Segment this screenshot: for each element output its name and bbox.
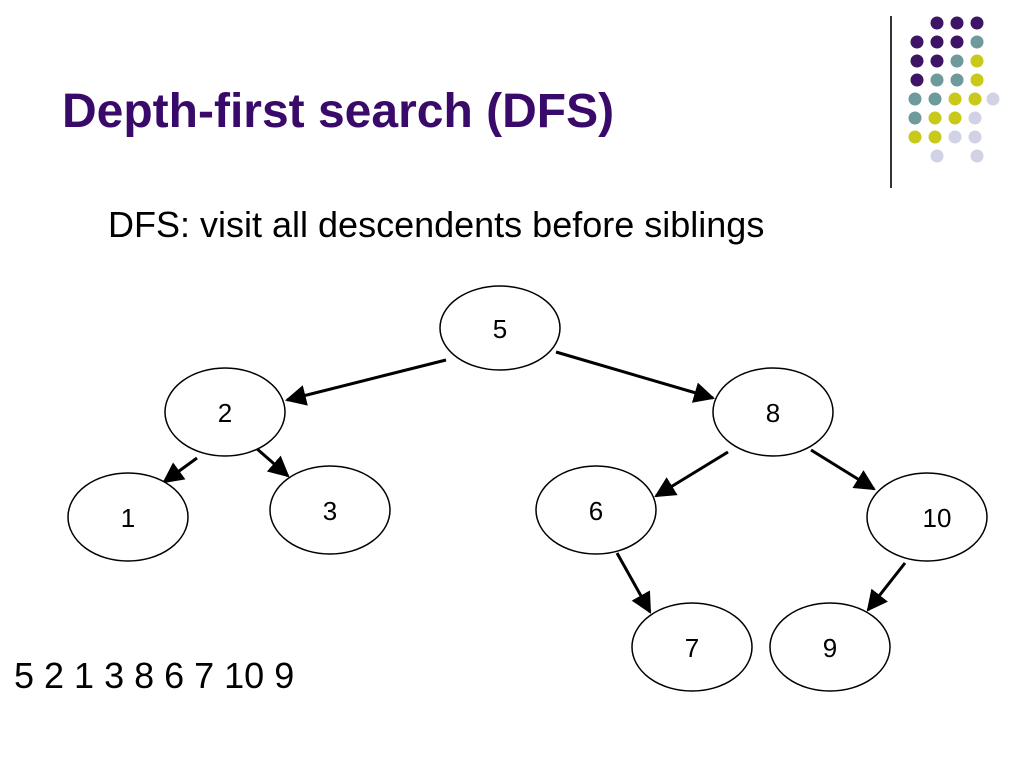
- decorative-dot: [930, 73, 944, 87]
- decorative-dot: [968, 111, 982, 125]
- edge-6-7: [615, 552, 652, 614]
- traversal-order: 5 2 1 3 8 6 7 10 9: [14, 655, 295, 696]
- slide-subtitle: DFS: visit all descendents before siblin…: [108, 204, 765, 245]
- tree-node-5: 5: [439, 285, 561, 371]
- tree-node-3: 3: [269, 465, 391, 555]
- node-label: 8: [766, 398, 780, 428]
- decorative-dot: [950, 54, 964, 68]
- edge-8-6: [654, 450, 729, 498]
- tree-node-8: 8: [712, 367, 834, 457]
- decorative-dot: [910, 54, 924, 68]
- decorative-dot: [970, 73, 984, 87]
- tree-node-1: 1: [67, 472, 189, 562]
- node-label: 9: [823, 633, 837, 663]
- decorative-dot: [950, 35, 964, 49]
- decorative-dot: [948, 130, 962, 144]
- node-label: 2: [218, 398, 232, 428]
- tree-node-2: 2: [164, 367, 286, 457]
- tree-node-7: 7: [631, 602, 753, 692]
- decorative-dot: [930, 16, 944, 30]
- decorative-dot: [928, 111, 942, 125]
- decorative-dot: [986, 92, 1000, 106]
- decorative-dot: [908, 111, 922, 125]
- decorative-dot: [910, 35, 924, 49]
- edge-5-2: [284, 358, 447, 406]
- decorative-dot: [970, 149, 984, 163]
- edge-10-9: [866, 562, 907, 612]
- decorative-dot: [908, 92, 922, 106]
- decorative-dot: [970, 35, 984, 49]
- tree-node-10: 10: [866, 472, 988, 562]
- slide-title: Depth-first search (DFS): [62, 85, 615, 138]
- node-label: 5: [493, 314, 507, 344]
- decorative-dot: [908, 130, 922, 144]
- edge-2-3: [255, 446, 290, 478]
- edge-2-1: [162, 456, 198, 484]
- node-label: 3: [323, 496, 337, 526]
- decorative-dot: [970, 16, 984, 30]
- edge-8-10: [810, 448, 876, 491]
- decorative-dot: [968, 130, 982, 144]
- decorative-dot: [968, 92, 982, 106]
- node-label: 1: [121, 503, 135, 533]
- decorative-dot: [910, 73, 924, 87]
- decorative-dot: [930, 35, 944, 49]
- tree-node-6: 6: [535, 465, 657, 555]
- decorative-dot-grid: [908, 16, 1000, 163]
- decorative-dot: [948, 92, 962, 106]
- decorative-dot: [930, 54, 944, 68]
- node-label: 7: [685, 633, 699, 663]
- decorative-dot: [928, 130, 942, 144]
- divider-line: [890, 16, 892, 188]
- edge-5-8: [555, 350, 716, 403]
- node-label: 6: [589, 496, 603, 526]
- decorative-dot: [970, 54, 984, 68]
- node-label: 10: [923, 503, 952, 533]
- decorative-dot: [950, 16, 964, 30]
- decorative-dot: [930, 149, 944, 163]
- decorative-dot: [928, 92, 942, 106]
- decorative-dot: [948, 111, 962, 125]
- tree-node-9: 9: [769, 602, 891, 692]
- decorative-dot: [950, 73, 964, 87]
